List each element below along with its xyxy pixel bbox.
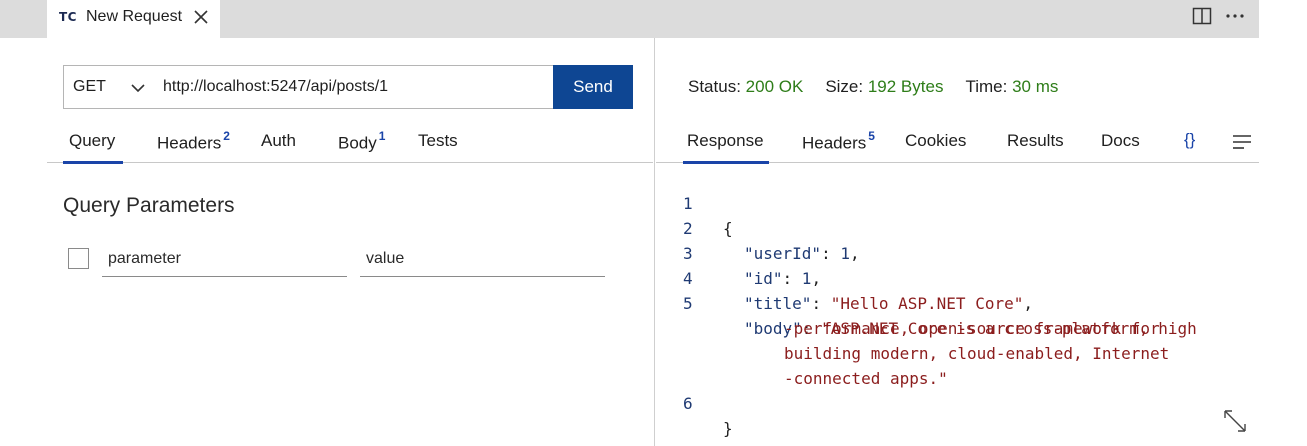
response-headers-count-badge: 5 bbox=[868, 129, 875, 143]
json-value-wrap: building modern, cloud-enabled, Internet bbox=[784, 344, 1170, 363]
status-value: 200 OK bbox=[745, 77, 804, 96]
json-separator: : bbox=[801, 319, 822, 338]
value-input[interactable]: value bbox=[360, 242, 605, 277]
json-separator: : bbox=[821, 244, 841, 263]
line-number: 4 bbox=[683, 269, 693, 288]
tab-response-headers-label: Headers bbox=[802, 133, 867, 153]
json-value: 1 bbox=[840, 244, 850, 263]
parameter-input[interactable]: parameter bbox=[102, 242, 347, 277]
word-wrap-icon[interactable] bbox=[1231, 133, 1253, 151]
json-comma: , bbox=[811, 269, 822, 288]
chevron-down-icon bbox=[131, 84, 145, 93]
code-line: 3 "id": 1, bbox=[683, 216, 821, 288]
code-line: 4 "title": "Hello ASP.NET Core", bbox=[683, 241, 1033, 313]
json-key: "body" bbox=[744, 319, 802, 338]
query-parameters-title: Query Parameters bbox=[63, 194, 235, 217]
line-number: 3 bbox=[683, 244, 693, 263]
json-value-wrap: -performance, open-source framework for bbox=[784, 319, 1160, 338]
code-line-wrapped: -connected apps." bbox=[683, 341, 948, 388]
format-json-icon[interactable]: {} bbox=[1184, 130, 1196, 149]
body-count-badge: 1 bbox=[378, 129, 386, 143]
code-line: 2 "userId": 1, bbox=[683, 191, 860, 263]
pane-divider[interactable] bbox=[654, 38, 655, 446]
code-token: } bbox=[723, 419, 733, 438]
line-number: 6 bbox=[683, 394, 693, 413]
code-line-wrapped: -performance, open-source framework for bbox=[683, 291, 1160, 338]
method-select[interactable]: GET bbox=[63, 65, 155, 109]
tab-query[interactable]: Query bbox=[69, 131, 115, 151]
value-placeholder: value bbox=[366, 250, 405, 267]
json-value: "Hello ASP.NET Core" bbox=[830, 294, 1024, 313]
tab-tests-label: Tests bbox=[418, 131, 458, 150]
tab-body-label: Body bbox=[338, 133, 377, 153]
tab-auth-label: Auth bbox=[261, 131, 296, 150]
json-value: 1 bbox=[801, 269, 812, 288]
size-label: Size: bbox=[825, 77, 864, 96]
headers-count-badge: 2 bbox=[223, 129, 230, 143]
time-label: Time: bbox=[965, 77, 1008, 96]
line-number: 2 bbox=[683, 219, 693, 238]
json-separator: : bbox=[782, 269, 802, 288]
tab-bar: TC New Request bbox=[0, 0, 1259, 38]
json-separator: : bbox=[811, 294, 831, 313]
tab-cookies[interactable]: Cookies bbox=[905, 131, 966, 151]
more-icon[interactable] bbox=[1224, 7, 1246, 25]
tab-response[interactable]: Response bbox=[687, 131, 764, 151]
active-tab-indicator bbox=[63, 161, 123, 164]
parameter-placeholder: parameter bbox=[108, 250, 181, 267]
code-token: { bbox=[723, 219, 733, 238]
tab-query-label: Query bbox=[69, 131, 116, 150]
size-value: 192 Bytes bbox=[867, 77, 944, 96]
json-key: "id" bbox=[744, 269, 783, 288]
code-line: 6 } bbox=[683, 366, 733, 438]
json-value: "ASP.NET Core is a cross-platform, high bbox=[821, 319, 1197, 338]
tab-new-request[interactable]: TC New Request bbox=[47, 0, 220, 38]
tab-results-label: Results bbox=[1007, 131, 1064, 150]
parameter-checkbox[interactable] bbox=[68, 248, 89, 269]
line-number: 1 bbox=[683, 194, 693, 213]
split-editor-icon[interactable] bbox=[1192, 7, 1212, 25]
tab-response-label: Response bbox=[687, 131, 764, 150]
tab-docs[interactable]: Docs bbox=[1101, 131, 1140, 151]
status-label: Status: bbox=[688, 77, 741, 96]
tab-headers-label: Headers bbox=[157, 133, 222, 153]
close-icon[interactable] bbox=[190, 6, 212, 28]
send-button[interactable]: Send bbox=[553, 65, 633, 109]
method-value: GET bbox=[73, 78, 106, 95]
time-value: 30 ms bbox=[1012, 77, 1059, 96]
tab-cookies-label: Cookies bbox=[905, 131, 967, 150]
tab-docs-label: Docs bbox=[1101, 131, 1140, 150]
line-number: 5 bbox=[683, 294, 693, 313]
active-response-tab-indicator bbox=[683, 161, 769, 164]
thunder-client-logo: TC bbox=[59, 10, 77, 24]
tab-results[interactable]: Results bbox=[1007, 131, 1064, 151]
url-input[interactable]: http://localhost:5247/api/posts/1 bbox=[154, 65, 554, 109]
json-comma: , bbox=[1023, 294, 1033, 313]
json-comma: , bbox=[849, 244, 860, 263]
json-key: "userId" bbox=[744, 244, 822, 263]
response-status: Status: 200 OK Size: 192 Bytes Time: 30 ms bbox=[688, 77, 1080, 97]
json-key: "title" bbox=[744, 294, 812, 313]
code-line: 1 { bbox=[683, 166, 733, 238]
json-value-wrap: -connected apps." bbox=[784, 369, 948, 388]
tab-title: New Request bbox=[86, 8, 183, 25]
code-line: 5 "body": "ASP.NET Core is a cross-platf… bbox=[683, 266, 1197, 338]
expand-icon[interactable] bbox=[1222, 408, 1248, 434]
code-line-wrapped: building modern, cloud-enabled, Internet bbox=[683, 316, 1169, 363]
tab-auth[interactable]: Auth bbox=[261, 131, 296, 151]
tab-tests[interactable]: Tests bbox=[418, 131, 458, 151]
url-value: http://localhost:5247/api/posts/1 bbox=[163, 78, 389, 95]
